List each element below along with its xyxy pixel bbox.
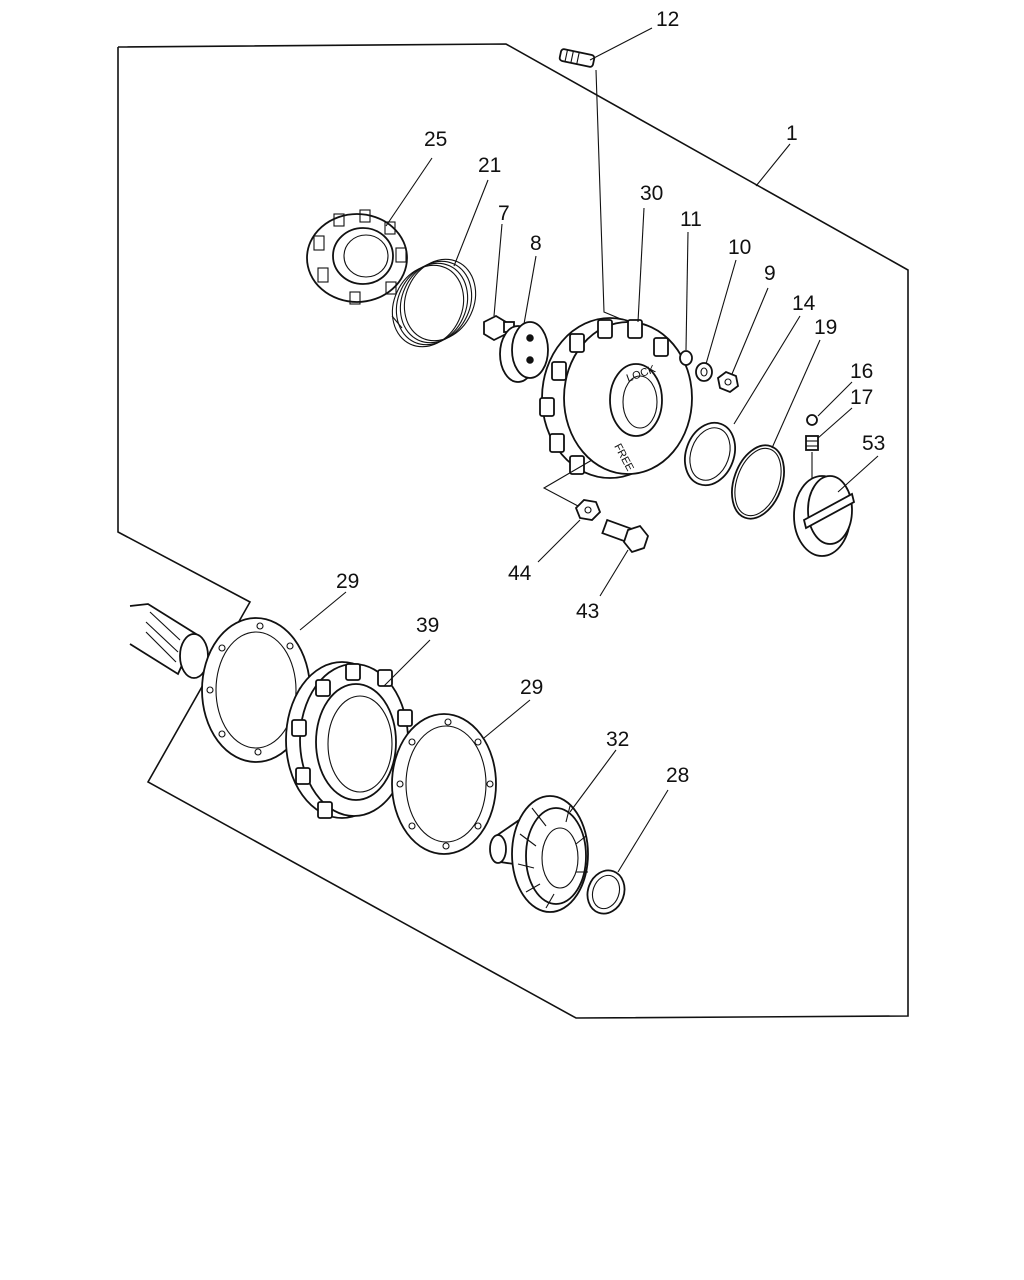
part-43-bolt bbox=[601, 518, 650, 554]
part-19-seal-ring bbox=[731, 444, 785, 520]
callout-9: 9 bbox=[764, 262, 776, 285]
callout-43: 43 bbox=[576, 600, 599, 623]
callout-21: 21 bbox=[478, 154, 501, 177]
part-28-snap-ring bbox=[586, 869, 626, 915]
part-11-washer bbox=[679, 350, 693, 366]
callout-32: 32 bbox=[606, 728, 629, 751]
part-44-nut bbox=[542, 459, 602, 521]
part-29-gasket-right bbox=[391, 713, 497, 855]
part-14-o-ring bbox=[684, 421, 736, 487]
callout-labels: 12 1 25 21 7 8 30 11 10 9 14 19 16 17 53… bbox=[336, 8, 885, 787]
part-8-cam bbox=[499, 321, 549, 383]
leader-lines bbox=[299, 27, 879, 873]
callout-25: 25 bbox=[424, 128, 447, 151]
part-16-ball bbox=[806, 414, 818, 426]
callout-8: 8 bbox=[530, 232, 542, 255]
callout-19: 19 bbox=[814, 316, 837, 339]
part-53-control-knob bbox=[793, 475, 856, 557]
part-32-bevel-gear bbox=[489, 795, 589, 913]
callout-14: 14 bbox=[792, 292, 816, 315]
part-30-hub-body: LOCK FREE bbox=[539, 317, 693, 479]
callout-17: 17 bbox=[850, 386, 873, 409]
assembly-boundary bbox=[117, 43, 909, 1019]
callout-1: 1 bbox=[786, 122, 798, 145]
callout-16: 16 bbox=[850, 360, 873, 383]
axle-shaft bbox=[129, 603, 209, 679]
callout-30: 30 bbox=[640, 182, 663, 205]
callout-28: 28 bbox=[666, 764, 689, 787]
callout-12: 12 bbox=[656, 8, 679, 31]
callout-29-left: 29 bbox=[336, 570, 359, 593]
callout-44: 44 bbox=[508, 562, 532, 585]
part-9-nut bbox=[717, 370, 739, 394]
part-12-stud bbox=[558, 48, 629, 323]
part-21-coil-spring bbox=[391, 258, 477, 348]
callout-11: 11 bbox=[680, 208, 702, 231]
part-25-ring-gear bbox=[306, 209, 408, 305]
callout-29-right: 29 bbox=[520, 676, 543, 699]
callout-7: 7 bbox=[498, 202, 510, 225]
part-10-washer bbox=[695, 362, 713, 382]
part-17-spring bbox=[805, 435, 819, 490]
callout-53: 53 bbox=[862, 432, 885, 455]
callout-10: 10 bbox=[728, 236, 751, 259]
callout-39: 39 bbox=[416, 614, 439, 637]
